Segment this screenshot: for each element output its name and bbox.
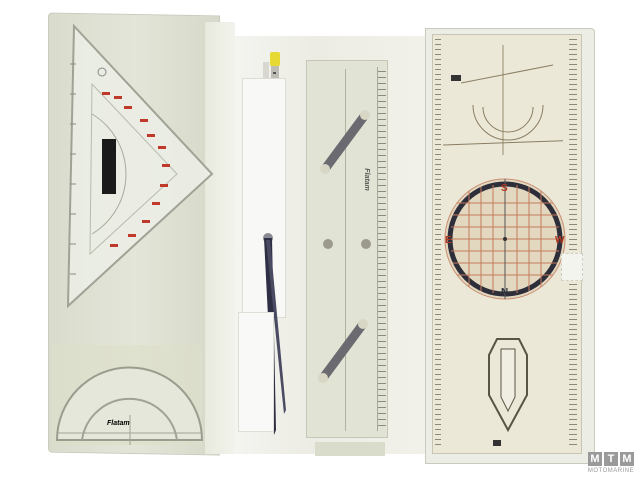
ruler-roller-top bbox=[320, 110, 370, 174]
compass-letter-right: W bbox=[555, 235, 565, 246]
watermark-letter-t: T bbox=[604, 452, 618, 466]
case-fold-strip bbox=[205, 22, 235, 454]
velcro-tab bbox=[561, 253, 583, 281]
watermark-letter-m2: M bbox=[620, 452, 634, 466]
ruler-roller-bottom bbox=[318, 319, 368, 383]
compass-letter-bottom: N bbox=[501, 287, 508, 298]
compass-letter-top: S bbox=[501, 183, 508, 194]
lighthouse-diagram bbox=[443, 45, 563, 155]
compass-rose: S N E W bbox=[444, 178, 566, 300]
divider-pocket bbox=[238, 312, 274, 432]
pencil-cap-icon bbox=[270, 52, 280, 66]
ruler-knob-right bbox=[361, 239, 371, 249]
set-square-triangle bbox=[66, 24, 214, 309]
protractor: Flatam bbox=[52, 345, 204, 445]
watermark-letter-m1: M bbox=[588, 452, 602, 466]
triangle-handle-icon bbox=[102, 139, 116, 194]
parallel-ruler: Flatam bbox=[306, 60, 388, 438]
compass-letter-left: E bbox=[445, 235, 452, 246]
watermark-subtitle: MOTOMARINE bbox=[587, 468, 635, 474]
lighthouse-icon bbox=[493, 440, 501, 446]
ruler-knob-left bbox=[323, 239, 333, 249]
ruler-base bbox=[315, 442, 385, 456]
course-plotter: S N E W bbox=[432, 34, 583, 454]
boat-outline-diagram bbox=[488, 338, 528, 433]
protractor-logo: Flatam bbox=[107, 420, 130, 427]
